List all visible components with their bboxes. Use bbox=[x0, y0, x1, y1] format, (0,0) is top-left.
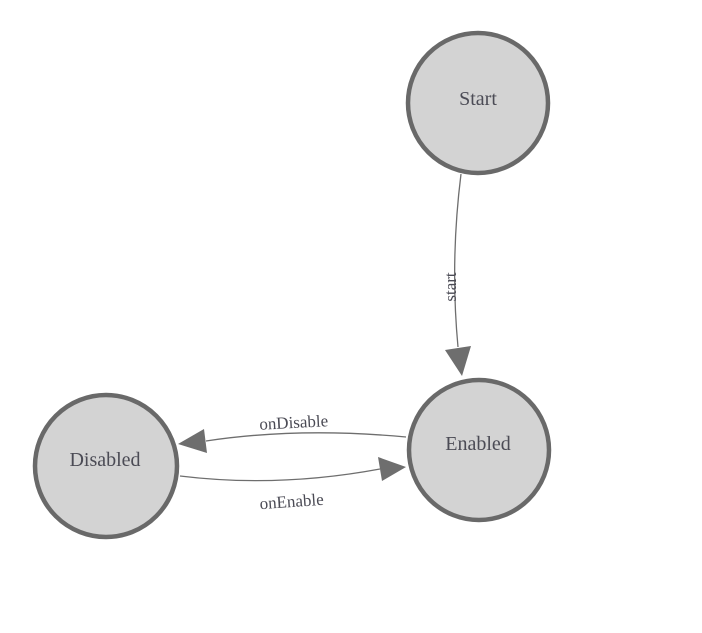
state-node-start[interactable]: Start bbox=[405, 30, 551, 176]
edge-label-onenable: onEnable bbox=[259, 490, 324, 513]
arrowhead-into-enabled-from-start bbox=[445, 346, 471, 376]
arrowhead-into-enabled-from-disabled bbox=[378, 457, 406, 481]
edge-label-ondisable: onDisable bbox=[259, 411, 329, 434]
state-node-enabled[interactable]: Enabled bbox=[406, 377, 552, 523]
state-node-start-circle[interactable] bbox=[405, 30, 551, 176]
edge-start-line bbox=[453, 173, 462, 348]
edge-start-to-enabled: start bbox=[441, 173, 471, 376]
arrowhead-into-disabled bbox=[178, 429, 207, 453]
state-node-enabled-circle[interactable] bbox=[406, 377, 552, 523]
edge-disabled-to-enabled: onEnable bbox=[179, 457, 406, 513]
node-label-start: Start bbox=[459, 88, 497, 110]
node-label-disabled: Disabled bbox=[69, 449, 140, 471]
edge-enabled-to-disabled: onDisable bbox=[178, 411, 407, 453]
edge-onenable-line bbox=[179, 468, 381, 482]
edge-label-start: start bbox=[441, 272, 460, 302]
edge-ondisable-line bbox=[205, 432, 407, 442]
state-node-disabled-circle[interactable] bbox=[32, 392, 180, 540]
node-label-enabled: Enabled bbox=[445, 433, 511, 455]
state-node-disabled[interactable]: Disabled bbox=[32, 392, 180, 540]
